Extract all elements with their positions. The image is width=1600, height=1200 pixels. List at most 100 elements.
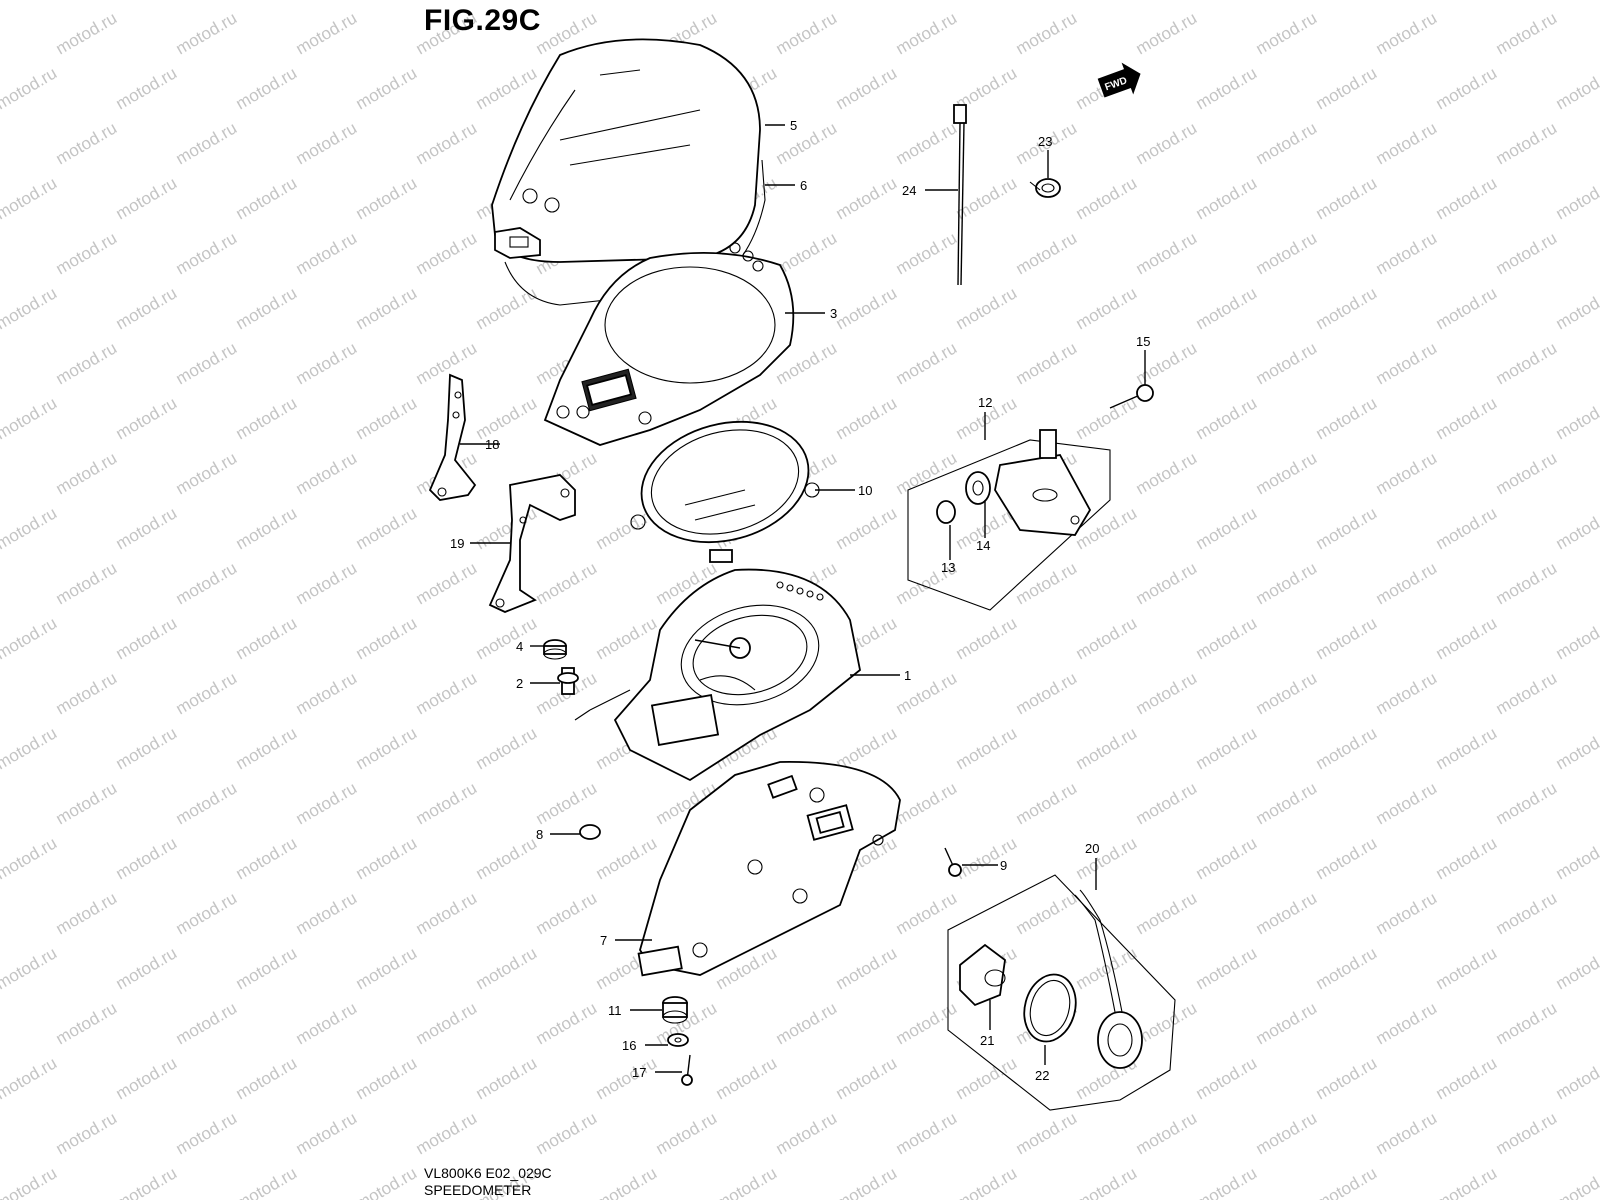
watermark-text: motod.ru [353,393,421,443]
watermark-text: motod.ru [1133,1108,1201,1158]
watermark-text: motod.ru [1553,1053,1600,1103]
watermark-text: motod.ru [413,998,481,1048]
watermark-text: motod.ru [293,448,361,498]
watermark-text: motod.ru [1073,833,1141,883]
watermark-text: motod.ru [53,888,121,938]
watermark-text: motod.ru [113,503,181,553]
callout-7: 7 [600,933,607,948]
part-4-grommet [543,639,567,660]
watermark-text: motod.ru [473,723,541,773]
watermark-text: motod.ru [173,1108,241,1158]
watermark-text: motod.ru [1373,668,1441,718]
watermark-text: motod.ru [0,1163,60,1200]
watermark-text: motod.ru [353,1053,421,1103]
watermark-text: motod.ru [953,613,1021,663]
watermark-text: motod.ru [293,1108,361,1158]
watermark-text: motod.ru [113,0,181,3]
watermark-text: motod.ru [1493,448,1561,498]
watermark-text: motod.ru [1493,338,1561,388]
watermark-text: motod.ru [1313,943,1381,993]
watermark-text: motod.ru [833,943,901,993]
watermark-text: motod.ru [1133,888,1201,938]
callout-13: 13 [941,560,955,575]
watermark-text: motod.ru [1373,118,1441,168]
watermark-text: motod.ru [353,613,421,663]
callout-2: 2 [516,676,523,691]
watermark-text: motod.ru [1313,1163,1381,1200]
watermark-text: motod.ru [173,448,241,498]
watermark-text: motod.ru [53,338,121,388]
watermark-text: motod.ru [293,558,361,608]
callout-14: 14 [976,538,990,553]
watermark-text: motod.ru [53,668,121,718]
watermark-text: motod.ru [1373,998,1441,1048]
watermark-text: motod.ru [1553,613,1600,663]
watermark-text: motod.ru [233,173,301,223]
watermark-text: motod.ru [233,283,301,333]
watermark-text: motod.ru [413,558,481,608]
watermark-text: motod.ru [1193,723,1261,773]
watermark-text: motod.ru [1553,63,1600,113]
watermark-text: motod.ru [1193,943,1261,993]
watermark-text: motod.ru [233,393,301,443]
watermark-text: motod.ru [1073,283,1141,333]
watermark-text: motod.ru [773,8,841,58]
watermark-text: motod.ru [1433,613,1501,663]
watermark-text: motod.ru [593,1053,661,1103]
watermark-text: motod.ru [1253,8,1321,58]
watermark-text: motod.ru [233,1163,301,1200]
watermark-text: motod.ru [173,998,241,1048]
watermark-text: motod.ru [533,558,601,608]
watermark-text: motod.ru [533,1108,601,1158]
callout-11: 11 [608,1003,622,1018]
watermark-text: motod.ru [233,0,301,3]
watermark-text: motod.ru [1253,118,1321,168]
callout-6: 6 [800,178,807,193]
watermark-text: motod.ru [173,228,241,278]
watermark-text: motod.ru [1013,8,1081,58]
watermark-text: motod.ru [1313,283,1381,333]
watermark-text: motod.ru [473,613,541,663]
watermark-text: motod.ru [473,283,541,333]
part-2-collar [557,667,579,695]
model-code: VL800K6 E02_029C [424,1165,552,1181]
watermark-text: motod.ru [1253,668,1321,718]
watermark-text: motod.ru [1253,1108,1321,1158]
part-24-cable-tie [953,104,967,286]
watermark-text: motod.ru [353,1163,421,1200]
watermark-text: motod.ru [413,228,481,278]
watermark-text: motod.ru [1553,723,1600,773]
watermark-text: motod.ru [953,723,1021,773]
watermark-text: motod.ru [413,668,481,718]
part-10-lens-ring [630,420,820,563]
watermark-text: motod.ru [173,888,241,938]
watermark-text: motod.ru [113,393,181,443]
watermark-text: motod.ru [473,0,541,3]
watermark-text: motod.ru [233,613,301,663]
watermark-text: motod.ru [0,613,60,663]
watermark-text: motod.ru [0,833,60,883]
watermark-text: motod.ru [1493,668,1561,718]
watermark-text: motod.ru [1253,448,1321,498]
watermark-text: motod.ru [113,173,181,223]
watermark-text: motod.ru [473,393,541,443]
watermark-text: motod.ru [833,1163,901,1200]
watermark-text: motod.ru [833,503,901,553]
watermark-text: motod.ru [0,393,60,443]
watermark-text: motod.ru [1073,723,1141,773]
watermark-text: motod.ru [1253,228,1321,278]
watermark-text: motod.ru [53,998,121,1048]
fwd-direction-arrow: FWD [1097,62,1141,98]
part-11-grommet [662,996,688,1024]
watermark-text: motod.ru [1013,888,1081,938]
watermark-text: motod.ru [1193,283,1261,333]
watermark-text: motod.ru [1433,63,1501,113]
watermark-text: motod.ru [1133,8,1201,58]
watermark-text: motod.ru [1493,998,1561,1048]
watermark-text: motod.ru [833,173,901,223]
watermark-text: motod.ru [1313,0,1381,3]
callout-21: 21 [980,1033,994,1048]
part-18-bracket [428,373,477,501]
callout-labels: 5 6 3 10 1 4 2 8 9 7 11 16 17 18 19 12 1… [450,118,1150,1083]
watermark-text: motod.ru [233,833,301,883]
